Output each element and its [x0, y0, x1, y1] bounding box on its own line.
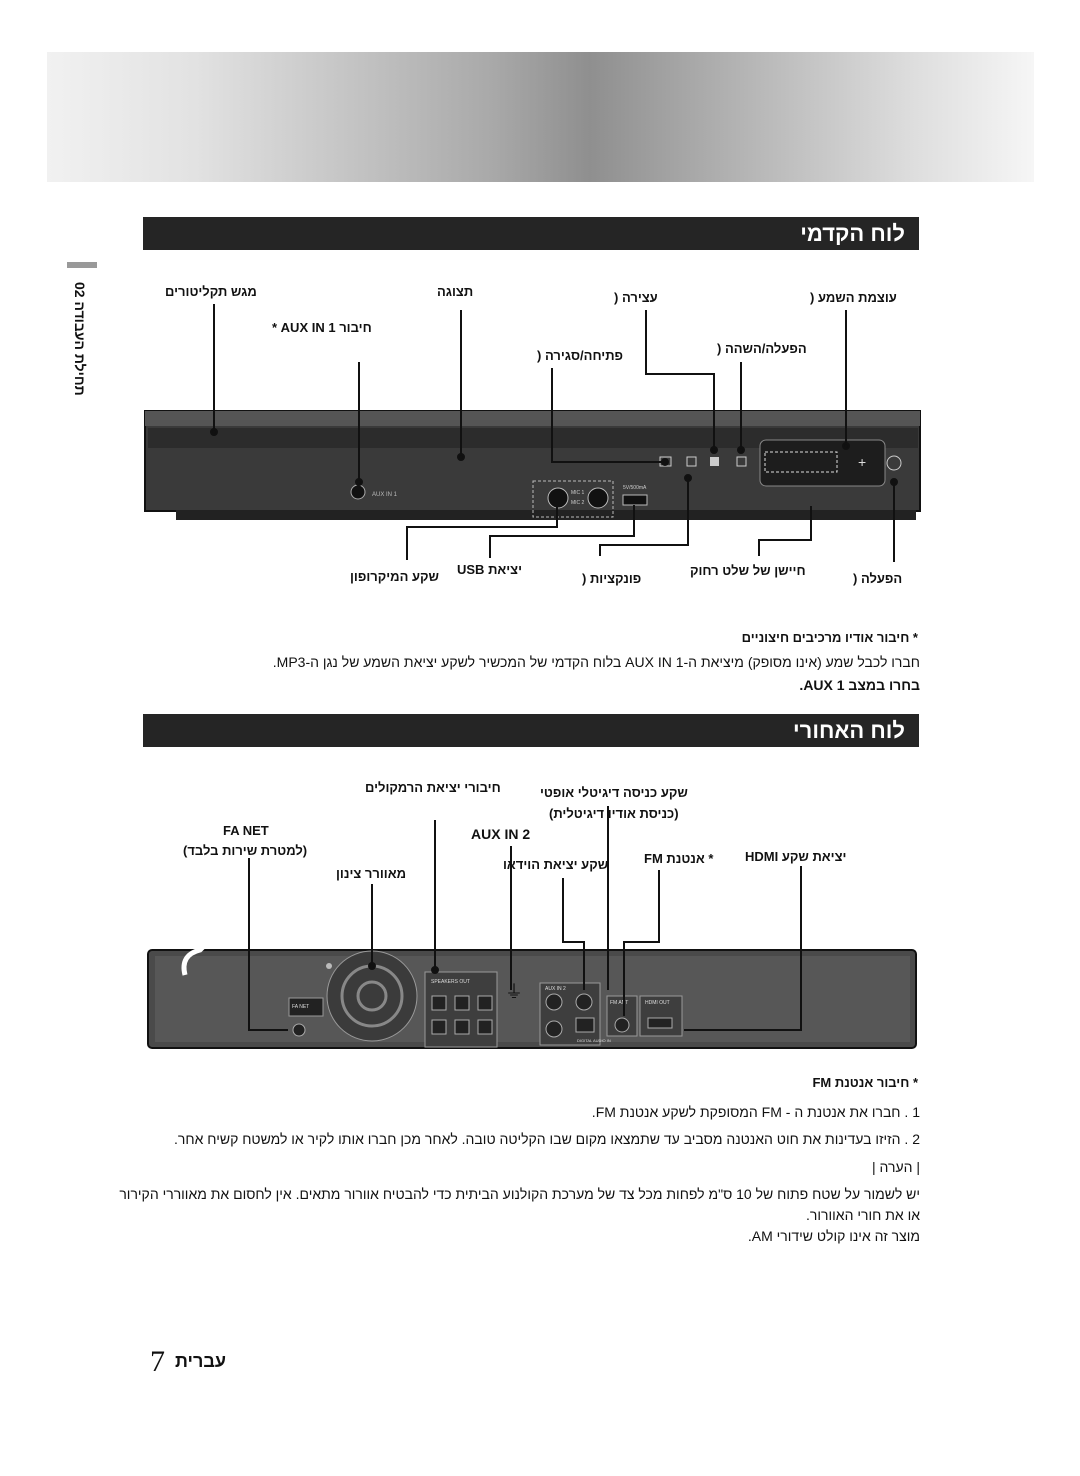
rear-aux2-text: AUX IN 2: [545, 986, 566, 992]
front-mic1-text: MIC 1: [571, 490, 585, 496]
label-digital-in-sub: (כניסת אודיו דיגיטלית): [549, 806, 679, 821]
side-tab-marker: [67, 262, 97, 268]
label-disc-tray: מגש תקליטורים: [165, 284, 257, 299]
label-speakers-out: חיבורי יציאת הרמקולים: [365, 780, 501, 795]
rear-speakers-text: SPEAKERS OUT: [431, 979, 470, 985]
label-fm-antenna: * אנטנת FM: [644, 851, 714, 866]
aux-note-line2: בחרו במצב AUX 1.: [799, 677, 920, 693]
page-number: 7: [150, 1345, 165, 1378]
front-usb-text: 5V/500mA: [623, 485, 647, 491]
label-usb: יציאת USB: [457, 562, 523, 577]
fm-note-bullet1: יש לשמור על שטח פתוח של 10 ס"מ לפחות מכל…: [119, 1186, 920, 1202]
side-tab-label: 02 תחילת העבודה: [72, 282, 88, 396]
front-aux-text: AUX IN 1: [372, 492, 398, 498]
aux-note-title: * חיבור אודיו מרכיבים חיצוניים: [741, 630, 918, 645]
label-power: הפעלה (: [853, 571, 903, 586]
label-fan: מאוורר צינון: [336, 866, 407, 881]
label-digital-in: שקע כניסה דיגיטלי אופטי: [540, 785, 688, 800]
fm-note-item2: 2 . הזיזו בעדינות את חוט האנטנה מסביב עד…: [174, 1131, 920, 1147]
fm-note-bullet2: מוצר זה אינו קולט שידורי AM.: [747, 1228, 920, 1244]
label-video-out: שקע יציאת הוידאו: [503, 857, 609, 872]
label-aux-in1: חיבור AUX IN 1 *: [272, 320, 372, 335]
label-aux-in2: AUX IN 2: [471, 826, 531, 842]
label-fa-net: FA NET: [223, 823, 269, 838]
front-panel-device: + AUX IN 1 MIC 1 MIC 2 5V/500mA: [144, 410, 921, 520]
fm-note-label: | הערה |: [871, 1159, 920, 1175]
rear-hdmi-text: HDMI OUT: [645, 1000, 670, 1006]
rear-fanet-text: FA NET: [292, 1004, 309, 1010]
fm-note-title: * חיבור אנטנת FM: [812, 1075, 918, 1090]
fm-note-item1: 1 . חברו את אנטנת ה - FM המסופקת לשקע אנ…: [591, 1104, 920, 1120]
label-fa-net-sub: (למטרת שירות בלבד): [183, 843, 308, 858]
fm-note-bullet1-cont: או את חורי האוורור.: [806, 1207, 920, 1223]
front-panel-heading: לוח הקדמי: [143, 217, 919, 250]
label-remote-sensor: חיישן של שלט רחוק: [690, 563, 806, 578]
label-function: פונקציות (: [582, 571, 642, 586]
label-volume: עוצמת השמע (: [810, 290, 897, 305]
aux-note-line1: חברו לכבל שמע (אינו מסופק) מיציאת ה-AUX …: [272, 654, 920, 670]
svg-text:+: +: [858, 454, 866, 470]
rear-digital-text: DIGITAL AUDIO IN: [577, 1038, 611, 1043]
rear-panel-heading: לוח האחורי: [143, 714, 919, 747]
front-mic2-text: MIC 2: [571, 500, 585, 506]
label-hdmi-out: יציאת שקע HDMI: [745, 849, 847, 864]
label-open-close: פתיחה/סגירה (: [537, 348, 624, 363]
svg-text:⏚: ⏚: [505, 982, 523, 1003]
rear-panel-device: FA NET SPEAKERS OUT AUX IN 2 DIGITAL AUD…: [147, 938, 917, 1049]
header-banner: [47, 52, 1034, 182]
label-stop: עצירה (: [614, 290, 658, 305]
rear-fmant-text: FM ANT: [610, 1000, 628, 1006]
label-display: תצוגה: [437, 284, 474, 299]
label-play-pause: הפעלה/השהה (: [717, 341, 807, 356]
label-mic-jack: שקע המיקרופון: [350, 569, 439, 584]
page-language: עברית: [175, 1351, 227, 1371]
